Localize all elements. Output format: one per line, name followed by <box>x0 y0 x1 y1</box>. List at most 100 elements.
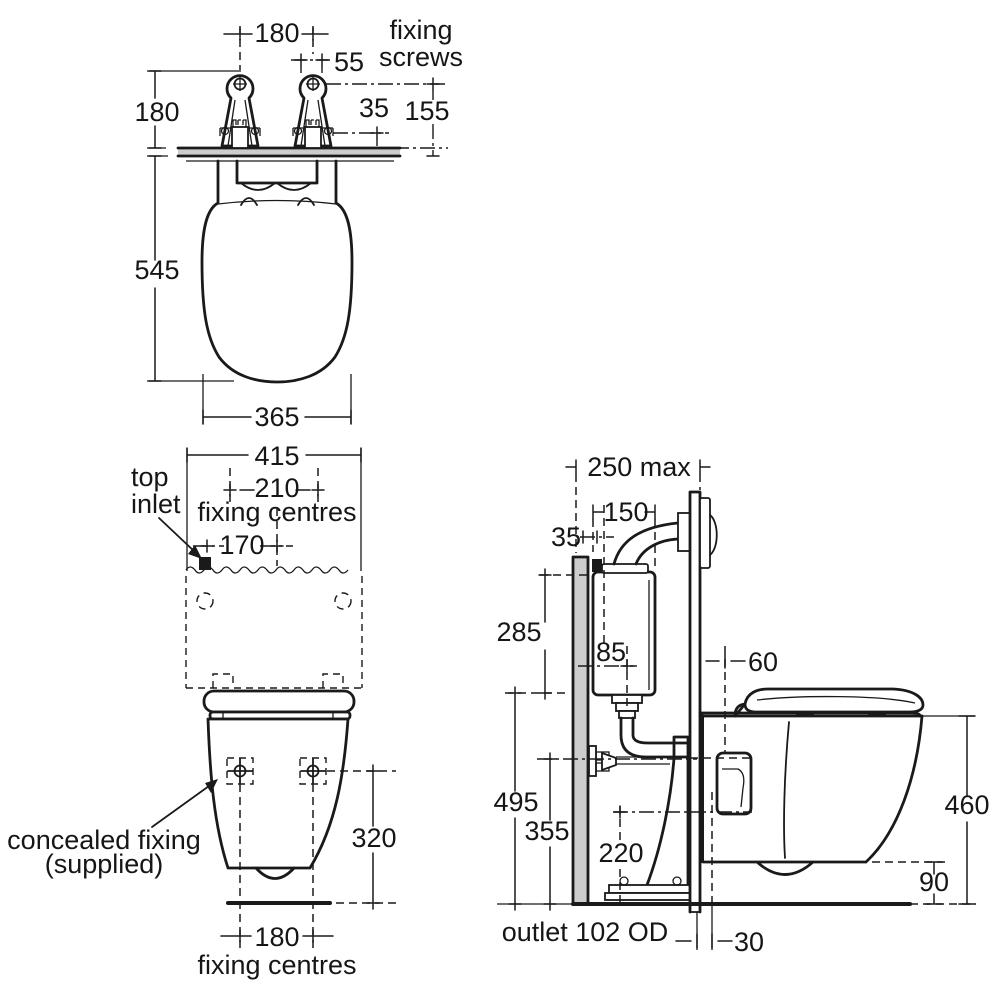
cistern-hole-right <box>334 592 352 610</box>
plan-wall <box>176 146 402 162</box>
dim-415-extensions <box>186 448 362 571</box>
dim-35-label: 35 <box>359 93 389 123</box>
plan-seat-top-edge <box>217 199 337 205</box>
screw-cross <box>306 77 320 91</box>
bracket-inner-lines <box>227 99 253 147</box>
plan-wall-lines <box>176 146 402 158</box>
front-view: 415 210 fixing centres 170 top inlet <box>7 441 396 980</box>
dim-30-ticks <box>675 933 733 949</box>
outlet-label: outlet 102 OD <box>502 917 669 947</box>
bottom-fixing-centres-label: fixing centres <box>197 950 356 980</box>
dim-365-label: 365 <box>254 402 299 432</box>
dim-180-left-label: 180 <box>134 97 179 127</box>
frame-foot-top <box>608 884 697 894</box>
top-inlet-marker <box>199 557 211 570</box>
side-dimensions: 250 max 150 35 285 85 495 355 220 <box>493 452 989 957</box>
dim-320-line <box>366 764 380 910</box>
dim-545-label: 545 <box>134 255 179 285</box>
side-inlet-valve <box>588 745 670 777</box>
flush-button-icon <box>709 514 718 556</box>
plan-fixing-bracket-left <box>219 74 261 149</box>
frame-leg <box>645 735 690 895</box>
valve-bracket <box>588 745 597 777</box>
plan-dimensions: 180 55 fixing screws 180 35 155 545 365 <box>134 15 463 432</box>
dim-180-left-line <box>148 70 162 149</box>
panel-fill <box>689 491 701 913</box>
front-dimensions-top: 415 210 fixing centres 170 top inlet <box>131 441 362 571</box>
plan-seat-outline <box>200 159 354 384</box>
seat-bar <box>202 689 356 714</box>
dim-180-top-label: 180 <box>254 18 299 48</box>
dim-85-label: 85 <box>596 637 626 667</box>
concealed-fixing-label-2: (supplied) <box>45 849 164 879</box>
cistern-hidden-outline <box>185 576 363 689</box>
dim-285-line <box>538 568 552 700</box>
cistern-lid <box>601 563 649 574</box>
dim-170-ticks <box>200 539 284 553</box>
bracket-column <box>304 126 322 149</box>
dim-220-label: 220 <box>598 838 643 868</box>
base-bolt-left <box>220 126 230 136</box>
side-pan <box>690 687 975 876</box>
flush-inlet-opening <box>715 751 753 816</box>
side-view: 250 max 150 35 285 85 495 355 220 <box>493 452 989 957</box>
flush-plate <box>699 497 711 569</box>
bottom-fixing-centrelines <box>239 784 314 951</box>
side-frame <box>604 735 701 901</box>
dim-180-bottom-line <box>220 929 334 943</box>
dim-180-bottom-label: 180 <box>254 922 299 952</box>
flush-down-pipe <box>619 716 693 759</box>
top-inlet-label-1: top <box>131 462 169 492</box>
top-inlet-arrowhead <box>188 545 202 559</box>
pan-profile <box>701 714 924 876</box>
dim-355-line <box>543 752 557 911</box>
flush-pipe-bend <box>612 521 680 566</box>
bowl-back-line <box>783 721 790 859</box>
base-bolt-left <box>293 126 303 136</box>
dim-150-extensions <box>592 505 656 645</box>
dim-155-label: 155 <box>404 96 449 126</box>
dim-250-ticks <box>565 459 711 475</box>
valve-cone <box>601 751 617 772</box>
dim-180-top <box>223 27 329 41</box>
top-inlet-side-marker <box>592 559 602 572</box>
inlet-supply-pipe <box>616 756 670 765</box>
dim-90-line <box>925 861 943 905</box>
fixing-screws-label-1: fixing <box>389 15 452 45</box>
dim-210-ticks <box>223 483 325 497</box>
dim-285-label: 285 <box>496 617 541 647</box>
concealed-fixing-arrowhead <box>205 779 218 793</box>
base-bolt-right <box>250 126 260 136</box>
dim-320-references <box>327 770 396 904</box>
side-wall-lines <box>571 555 590 906</box>
dim-285-references <box>505 574 592 694</box>
base-bolt-right <box>323 126 333 136</box>
front-cistern-hidden <box>185 557 363 689</box>
bracket-teeth <box>232 119 247 127</box>
plan-hinge-bumps <box>240 197 315 206</box>
dim-55-extensions <box>300 66 323 77</box>
front-dimensions-bottom: concealed fixing (supplied) 320 180 fixi… <box>7 764 397 980</box>
plan-spigot-bumps <box>240 182 312 191</box>
dim-35-155-ticks <box>370 77 440 140</box>
side-panel <box>688 490 718 914</box>
bracket-column <box>231 126 249 149</box>
screw-cross <box>233 77 247 91</box>
cistern-body <box>591 570 657 697</box>
dim-250-extensions <box>575 474 701 553</box>
dim-150-label: 150 <box>603 497 648 527</box>
lid-contour-line <box>756 695 916 704</box>
bracket-inner-lines <box>300 99 326 147</box>
flush-channel-line <box>722 768 745 808</box>
flush-valve-flange-3 <box>618 710 636 719</box>
dim-365-line <box>202 409 352 425</box>
dim-60-label: 60 <box>748 647 778 677</box>
seat-lid-profile <box>733 687 925 718</box>
plan-wall-fill <box>178 148 400 156</box>
dim-35-side-ticks <box>582 530 598 544</box>
dim-150-ticks <box>592 504 656 520</box>
cistern-hole-left <box>196 592 214 610</box>
